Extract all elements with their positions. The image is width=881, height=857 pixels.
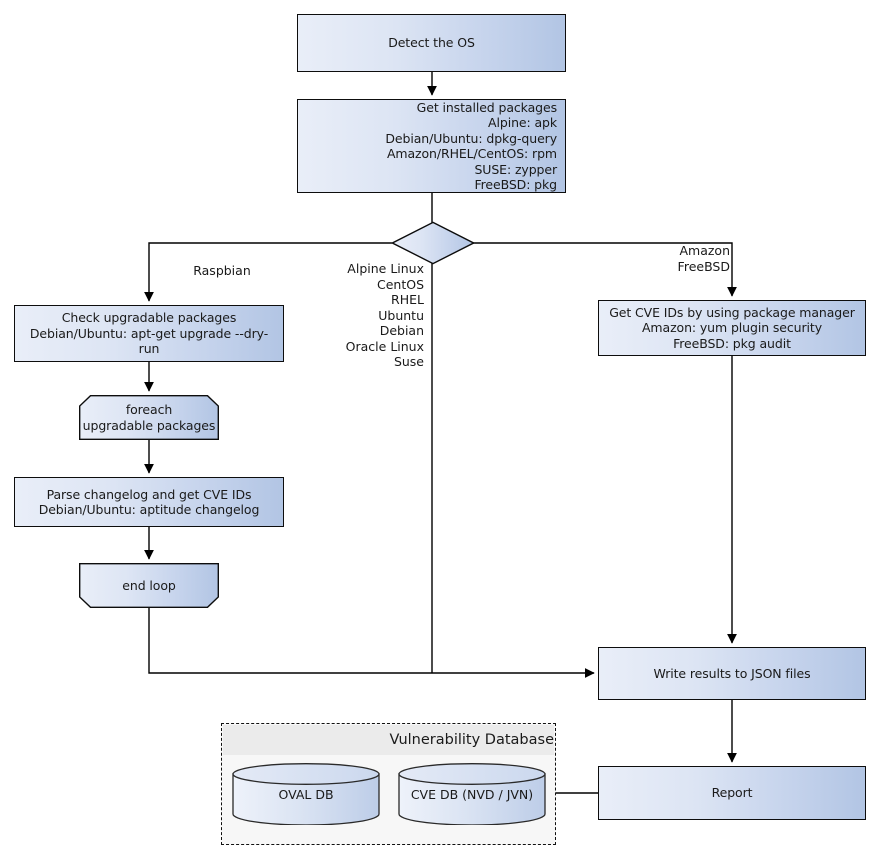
edge-label-center-os-list: Alpine Linux CentOS RHEL Ubuntu Debian O… xyxy=(345,261,424,369)
node-cve-db[interactable]: CVE DB (NVD / JVN) xyxy=(398,763,546,826)
node-write-results-json[interactable]: Write results to JSON files xyxy=(598,647,866,700)
node-end-loop-label: end loop xyxy=(122,577,176,593)
node-oval-db-label: OVAL DB xyxy=(278,786,334,802)
node-os-decision[interactable] xyxy=(390,221,476,265)
node-get-installed-packages-label: Get installed packages Alpine: apk Debia… xyxy=(385,99,557,193)
node-end-loop[interactable]: end loop xyxy=(79,563,219,608)
node-get-cve-ids[interactable]: Get CVE IDs by using package manager Ama… xyxy=(598,300,866,356)
node-detect-os[interactable]: Detect the OS xyxy=(297,14,566,72)
edge-label-amazon-freebsd: Amazon FreeBSD xyxy=(677,243,730,274)
node-parse-changelog-label: Parse changelog and get CVE IDs Debian/U… xyxy=(38,486,260,518)
group-vulnerability-database-title-label: Vulnerability Database xyxy=(389,732,554,748)
group-vulnerability-database-title: Vulnerability Database xyxy=(223,725,554,755)
node-check-upgradable-packages-label: Check upgradable packages Debian/Ubuntu:… xyxy=(29,310,269,357)
node-report-label: Report xyxy=(711,785,753,801)
node-write-results-json-label: Write results to JSON files xyxy=(653,665,811,681)
node-get-cve-ids-label: Get CVE IDs by using package manager Ama… xyxy=(609,304,855,351)
node-report[interactable]: Report xyxy=(598,766,866,820)
node-check-upgradable-packages[interactable]: Check upgradable packages Debian/Ubuntu:… xyxy=(14,305,284,362)
node-cve-db-label: CVE DB (NVD / JVN) xyxy=(410,786,534,802)
node-get-installed-packages[interactable]: Get installed packages Alpine: apk Debia… xyxy=(297,99,566,193)
node-detect-os-label: Detect the OS xyxy=(388,35,475,51)
node-foreach-loop[interactable]: foreach upgradable packages xyxy=(79,395,219,440)
node-oval-db[interactable]: OVAL DB xyxy=(232,763,380,826)
node-foreach-loop-label: foreach upgradable packages xyxy=(82,402,216,433)
edge-label-raspbian: Raspbian xyxy=(193,263,251,278)
node-parse-changelog[interactable]: Parse changelog and get CVE IDs Debian/U… xyxy=(14,477,284,527)
